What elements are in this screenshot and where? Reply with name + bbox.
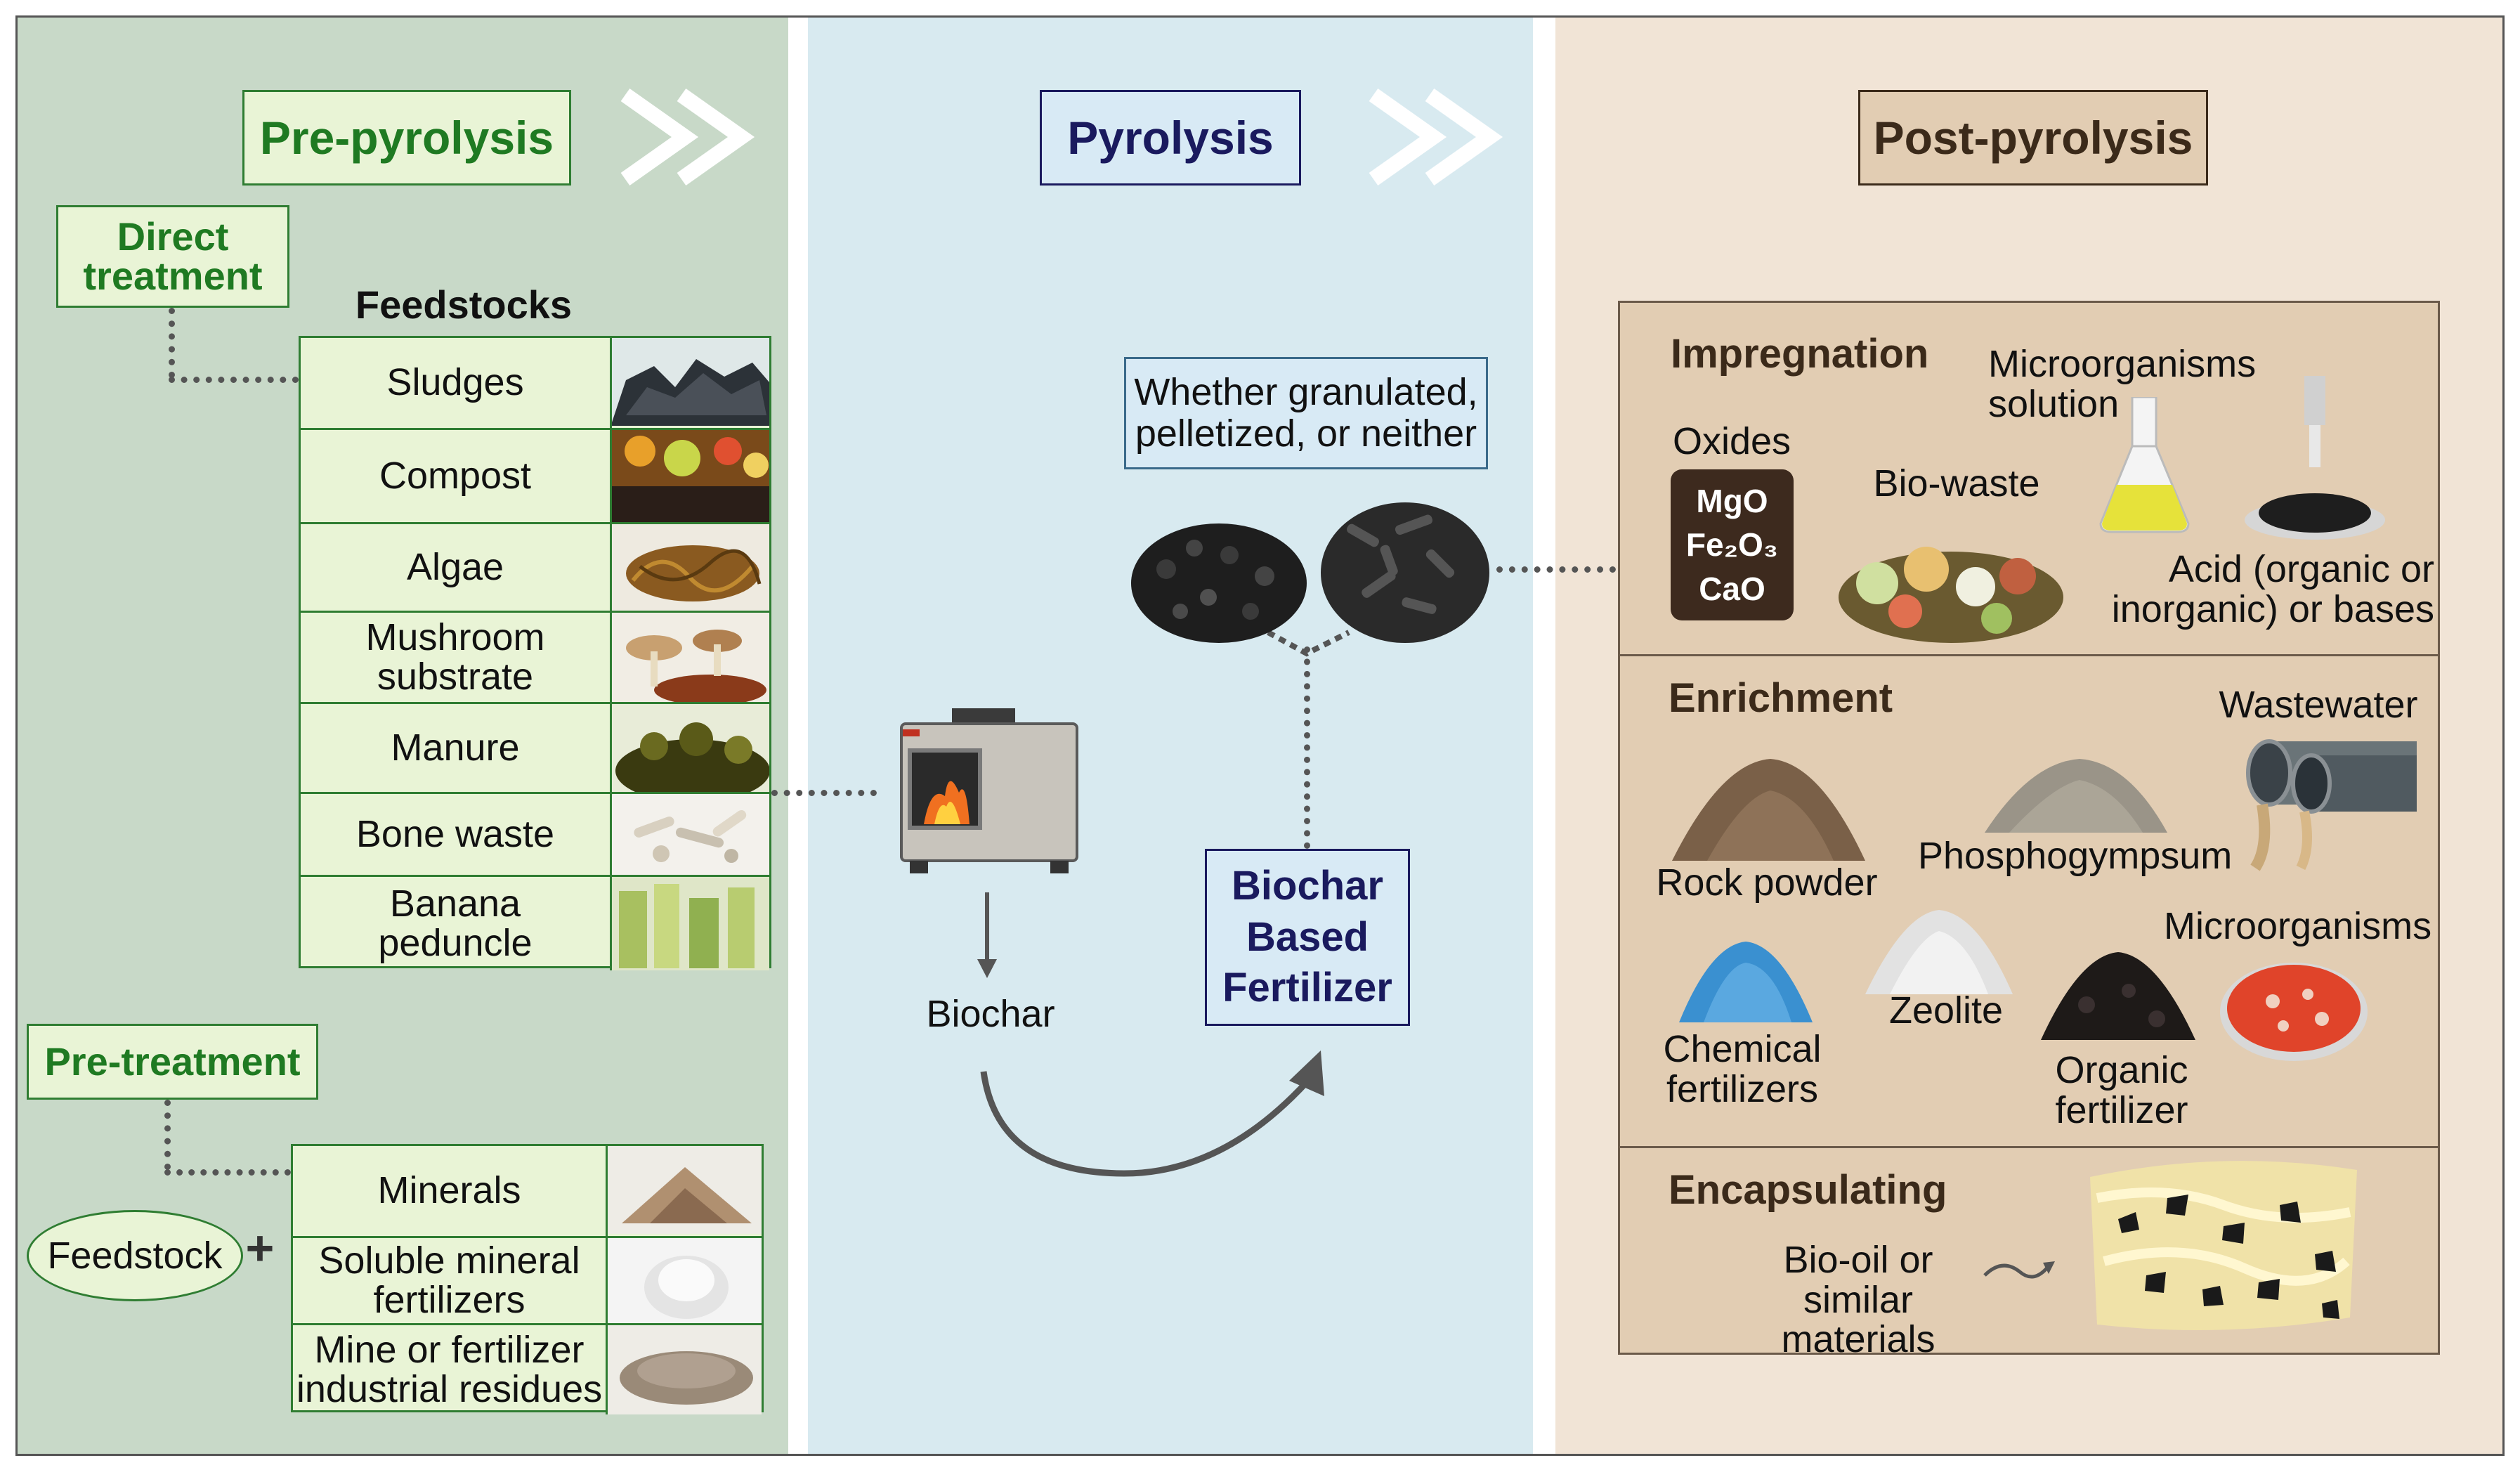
pre-treatment-label: Pre-treatment	[27, 1024, 318, 1100]
minerals-image	[606, 1146, 762, 1236]
table-row: Sludges	[301, 338, 769, 428]
feedstock-label: Bone waste	[355, 812, 555, 855]
feedstock-label: Compost	[379, 454, 532, 497]
table-row: Bone waste	[301, 792, 769, 875]
feedstock-oval-label: Feedstock	[47, 1235, 223, 1277]
table-row: Soluble mineral fertilizers	[293, 1236, 762, 1323]
pyrolysis-reactor-icon	[900, 708, 1078, 873]
chemical-fertilizers-label: Chemical fertilizers	[1663, 1028, 1822, 1110]
oxide-item: Fe₂O₃	[1685, 526, 1779, 564]
stage-pyrolysis: Pyrolysis	[1040, 90, 1301, 186]
granulated-note: Whether granulated, pelletized, or neith…	[1134, 370, 1478, 455]
connector-line	[1304, 646, 1310, 849]
connector-line	[169, 377, 299, 383]
biowaste-image	[1839, 547, 2063, 643]
microorganisms-solution-label: Microorganisms solution	[1988, 343, 2257, 425]
algae-image	[610, 524, 769, 611]
curved-arrow-icon	[980, 1050, 1324, 1177]
encapsulated-biochar-image	[2090, 1161, 2357, 1330]
biochar-granules-image	[1131, 523, 1307, 643]
arrow-down-icon	[977, 892, 997, 978]
oxides-box: MgO Fe₂O₃ CaO	[1671, 469, 1794, 620]
direct-treatment-label: Direct treatment	[56, 205, 289, 308]
flask-icon	[2099, 397, 2190, 533]
feedstocks-title: Feedstocks	[355, 282, 573, 327]
feedstock-oval: Feedstock	[27, 1210, 243, 1301]
acid-powder-image	[2245, 376, 2385, 540]
bbf-label: Biochar Based Fertilizer	[1222, 863, 1392, 1011]
arrow-right-icon	[1983, 1261, 2055, 1279]
additive-label: Minerals	[377, 1169, 521, 1212]
organic-fertilizer-image	[2041, 952, 2195, 1040]
residues-image	[606, 1325, 762, 1414]
table-row: Banana peduncle	[301, 875, 769, 970]
sludge-image	[610, 338, 769, 428]
encapsulating-title: Encapsulating	[1669, 1167, 1947, 1213]
additive-label: Soluble mineral fertilizers	[318, 1239, 580, 1321]
connector-line	[164, 1100, 171, 1170]
stage-pre-pyrolysis: Pre-pyrolysis	[242, 90, 571, 186]
table-row: Algae	[301, 522, 769, 611]
connector-line	[1496, 566, 1616, 573]
feedstock-label: Sludges	[386, 361, 524, 404]
connector-line	[164, 1169, 291, 1176]
section-divider	[1620, 1146, 2438, 1148]
phosphogypsum-label: Phosphogympsum	[1918, 835, 2233, 877]
section-divider	[1620, 654, 2438, 656]
stage-post-pyrolysis: Post-pyrolysis	[1858, 90, 2208, 186]
biochar-based-fertilizer-box: Biochar Based Fertilizer	[1205, 849, 1410, 1026]
banana-image	[610, 877, 769, 970]
wastewater-label: Wastewater	[2219, 684, 2418, 726]
feedstock-label: Mushroom substrate	[365, 616, 545, 698]
chevron-arrow-icon	[1369, 89, 1503, 186]
bracket-connector-icon	[1267, 630, 1350, 657]
table-row: Mushroom substrate	[301, 611, 769, 702]
additive-label: Mine or fertilizer industrial residues	[296, 1329, 603, 1410]
impregnation-title: Impregnation	[1671, 331, 1929, 377]
feedstock-label: Algae	[406, 545, 504, 588]
enrichment-title: Enrichment	[1669, 675, 1893, 721]
organic-fertilizer-label: Organic fertilizer	[2055, 1049, 2188, 1131]
biochar-pellets-image	[1321, 502, 1489, 643]
plus-icon: +	[245, 1221, 275, 1275]
zeolite-label: Zeolite	[1888, 989, 2004, 1032]
rock-powder-label: Rock powder	[1656, 861, 1878, 904]
oxide-item: CaO	[1699, 570, 1765, 607]
oxides-label: Oxides	[1672, 420, 1791, 462]
mushroom-image	[610, 613, 769, 702]
biooil-label: Bio-oil or similar materials	[1781, 1239, 1935, 1361]
microorganisms-label: Microorganisms	[2164, 905, 2432, 947]
biowaste-label: Bio-waste	[1873, 462, 2040, 505]
granulated-note-box: Whether granulated, pelletized, or neith…	[1124, 357, 1488, 469]
biochar-label: Biochar	[926, 993, 1055, 1035]
table-row: Mine or fertilizer industrial residues	[293, 1323, 762, 1414]
bone-image	[610, 794, 769, 875]
compost-image	[610, 430, 769, 522]
phosphogypsum-image	[1985, 759, 2167, 833]
acid-label: Acid (organic or inorganic) or bases	[2111, 548, 2434, 630]
table-row: Manure	[301, 702, 769, 792]
feedstock-label: Banana peduncle	[378, 883, 533, 964]
petri-dish-image	[2220, 963, 2368, 1061]
feedstock-table: Sludges Compost Algae Mushroom substrate	[299, 336, 771, 970]
table-row: Compost	[301, 428, 769, 522]
chemical-fertilizer-image	[1679, 942, 1813, 1022]
connector-line	[771, 790, 877, 796]
zeolite-image	[1865, 910, 2013, 994]
manure-image	[610, 704, 769, 792]
wastewater-pipes-image	[2246, 739, 2417, 871]
soluble-fertilizer-image	[606, 1238, 762, 1323]
connector-line	[169, 308, 175, 378]
oxide-item: MgO	[1696, 483, 1768, 520]
additive-table: Minerals Soluble mineral fertilizers Min…	[291, 1144, 764, 1414]
rock-powder-image	[1672, 759, 1865, 861]
chevron-arrow-icon	[620, 89, 755, 186]
feedstock-label: Manure	[391, 726, 520, 769]
table-row: Minerals	[293, 1146, 762, 1236]
